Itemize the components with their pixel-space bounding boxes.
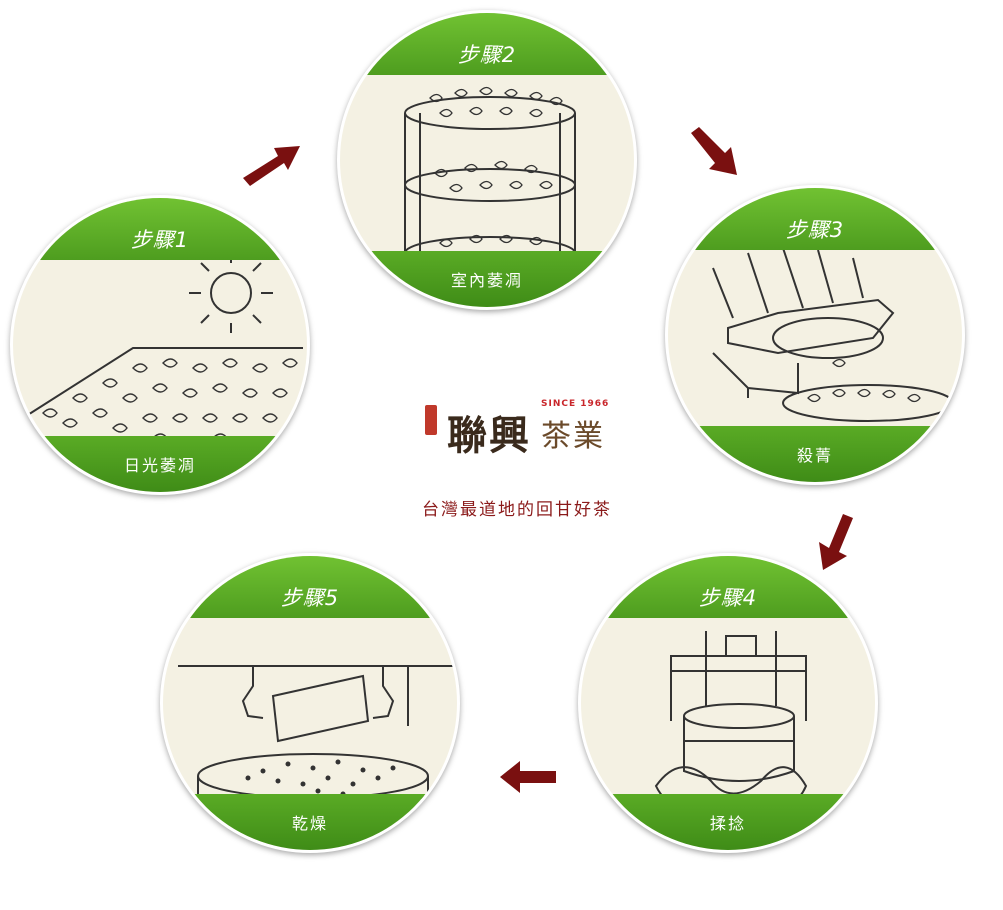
step-header-band <box>13 198 307 260</box>
step-title: 步驟1 <box>130 228 190 252</box>
step-4-circle: 步驟4 揉捻 <box>578 553 878 853</box>
step-label: 殺菁 <box>796 446 833 465</box>
step-header-band <box>668 188 962 250</box>
kill-green-illustration <box>712 247 954 422</box>
step-header-band <box>340 13 634 75</box>
arrow-4-to-5 <box>500 761 556 793</box>
step-5-circle: 步驟5 乾燥 <box>160 553 460 853</box>
step-label: 揉捻 <box>709 814 746 833</box>
step-1-circle: 步驟1 日光萎凋 <box>10 195 310 495</box>
step-label: 室內萎凋 <box>450 271 523 290</box>
slogan: 台灣最道地的回甘好茶 <box>422 500 612 520</box>
step-3-circle: 步驟3 殺菁 <box>665 185 965 485</box>
step-footer-band <box>13 436 307 492</box>
step-footer-band <box>581 794 875 850</box>
logo-brand-suffix: 茶業 <box>541 419 605 454</box>
arrow-3-to-4 <box>819 514 853 570</box>
logo-brand-name: 聯興 <box>447 412 531 459</box>
sun-drying-illustration <box>22 253 303 443</box>
arrow-2-to-3 <box>691 127 737 175</box>
step-2-circle: 步驟2 室內萎凋 <box>337 10 637 310</box>
step-title: 步驟5 <box>280 586 340 610</box>
step-label: 日光萎凋 <box>123 456 196 475</box>
step-footer-band <box>163 794 457 850</box>
step-title: 步驟4 <box>698 586 758 610</box>
arrow-1-to-2 <box>243 146 300 186</box>
logo-since: SINCE 1966 <box>541 399 610 409</box>
step-label: 乾燥 <box>291 814 328 833</box>
step-title: 步驟3 <box>785 218 845 242</box>
step-footer-band <box>340 251 634 307</box>
seal-mark <box>425 405 437 435</box>
step-footer-band <box>668 426 962 482</box>
step-header-band <box>163 556 457 618</box>
step-title: 步驟2 <box>457 43 517 67</box>
brand-logo: 聯興 SINCE 1966 茶業 <box>425 395 615 470</box>
